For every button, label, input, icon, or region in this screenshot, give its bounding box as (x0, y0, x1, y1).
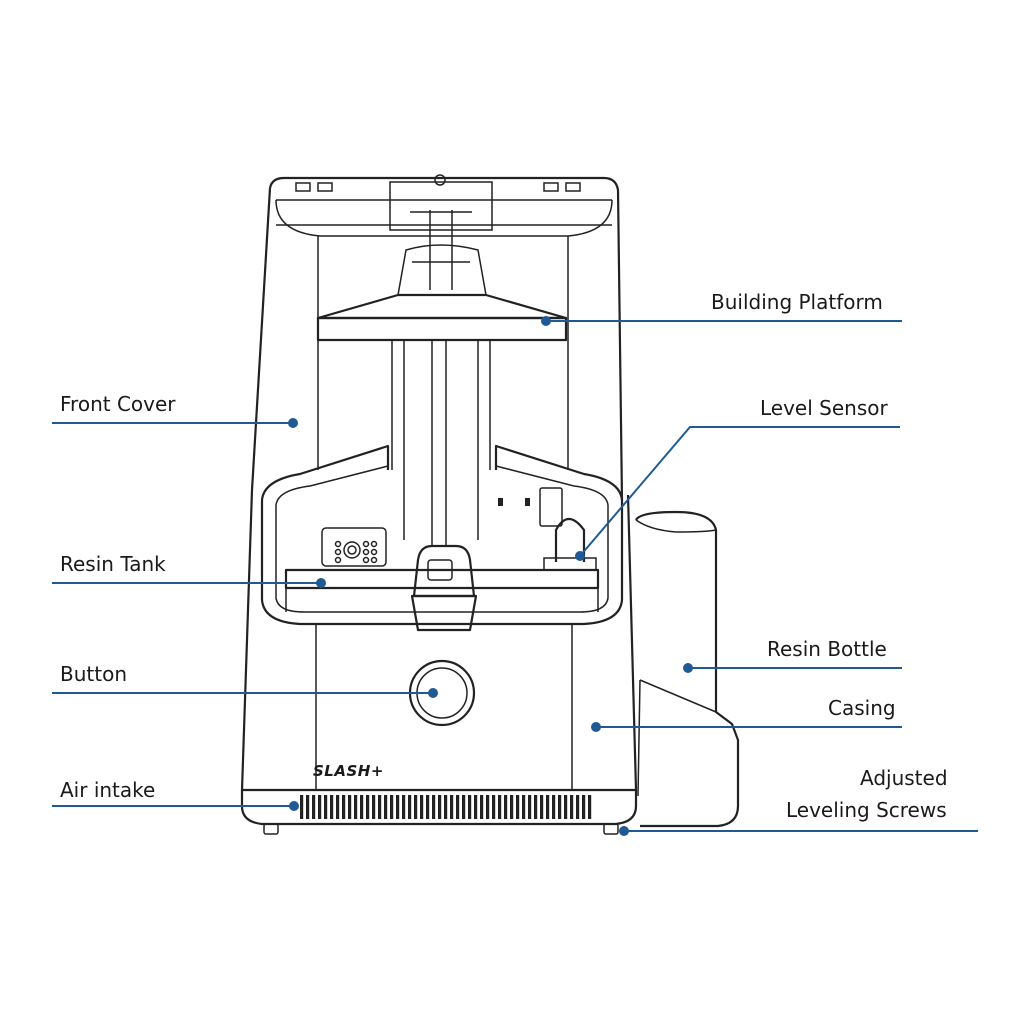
vent-slat (384, 795, 388, 819)
vent-slat (588, 795, 592, 819)
vent-slat (492, 795, 496, 819)
callout-button (52, 688, 438, 698)
vent-slat (504, 795, 508, 819)
callout-level-sensor (575, 426, 900, 561)
air-intake-vents (300, 795, 592, 819)
vent-slat (372, 795, 376, 819)
slash-plus-logo: SLASH+ (313, 762, 384, 780)
vent-slat (570, 795, 574, 819)
label-leveling-screws-line2: Leveling Screws (786, 798, 947, 822)
label-level-sensor: Level Sensor (760, 396, 888, 420)
callout-leveling-screws (619, 826, 978, 836)
label-front-cover: Front Cover (60, 392, 176, 416)
label-building-platform: Building Platform (711, 290, 883, 314)
vent-slat (534, 795, 538, 819)
vent-slat (462, 795, 466, 819)
vent-slat (558, 795, 562, 819)
vent-slat (576, 795, 580, 819)
vent-slat (348, 795, 352, 819)
vent-slat (432, 795, 436, 819)
vent-slat (552, 795, 556, 819)
vent-slat (396, 795, 400, 819)
vent-slat (342, 795, 346, 819)
vent-slat (438, 795, 442, 819)
vent-slat (324, 795, 328, 819)
vent-slat (474, 795, 478, 819)
vent-slat (390, 795, 394, 819)
vent-slat (300, 795, 304, 819)
vent-slat (450, 795, 454, 819)
vent-slat (564, 795, 568, 819)
vent-slat (582, 795, 586, 819)
vent-slat (306, 795, 310, 819)
vent-slat (522, 795, 526, 819)
label-leveling-screws-line1: Adjusted (860, 766, 948, 790)
vent-slat (426, 795, 430, 819)
callout-casing (591, 722, 902, 732)
label-button: Button (60, 662, 127, 686)
vent-slat (546, 795, 550, 819)
vent-slat (444, 795, 448, 819)
vent-slat (366, 795, 370, 819)
vent-slat (330, 795, 334, 819)
callout-front-cover (52, 418, 298, 428)
vent-slat (408, 795, 412, 819)
vent-slat (468, 795, 472, 819)
callout-building-platform (541, 316, 902, 326)
vent-slat (354, 795, 358, 819)
vent-slat (402, 795, 406, 819)
label-casing: Casing (828, 696, 896, 720)
label-resin-bottle: Resin Bottle (767, 637, 887, 661)
vent-slat (378, 795, 382, 819)
vent-slat (486, 795, 490, 819)
label-air-intake: Air intake (60, 778, 156, 802)
vent-slat (318, 795, 322, 819)
callout-resin-bottle (683, 663, 902, 673)
vent-slat (414, 795, 418, 819)
vent-slat (510, 795, 514, 819)
vent-slat (456, 795, 460, 819)
vent-slat (516, 795, 520, 819)
vent-slat (498, 795, 502, 819)
callout-air-intake (52, 801, 299, 811)
vent-slat (312, 795, 316, 819)
vent-slat (528, 795, 532, 819)
label-resin-tank: Resin Tank (60, 552, 166, 576)
printer-outline (240, 174, 740, 835)
vent-slat (420, 795, 424, 819)
callout-resin-tank (52, 578, 326, 588)
vent-slat (480, 795, 484, 819)
vent-slat (336, 795, 340, 819)
vent-slat (360, 795, 364, 819)
vent-slat (540, 795, 544, 819)
